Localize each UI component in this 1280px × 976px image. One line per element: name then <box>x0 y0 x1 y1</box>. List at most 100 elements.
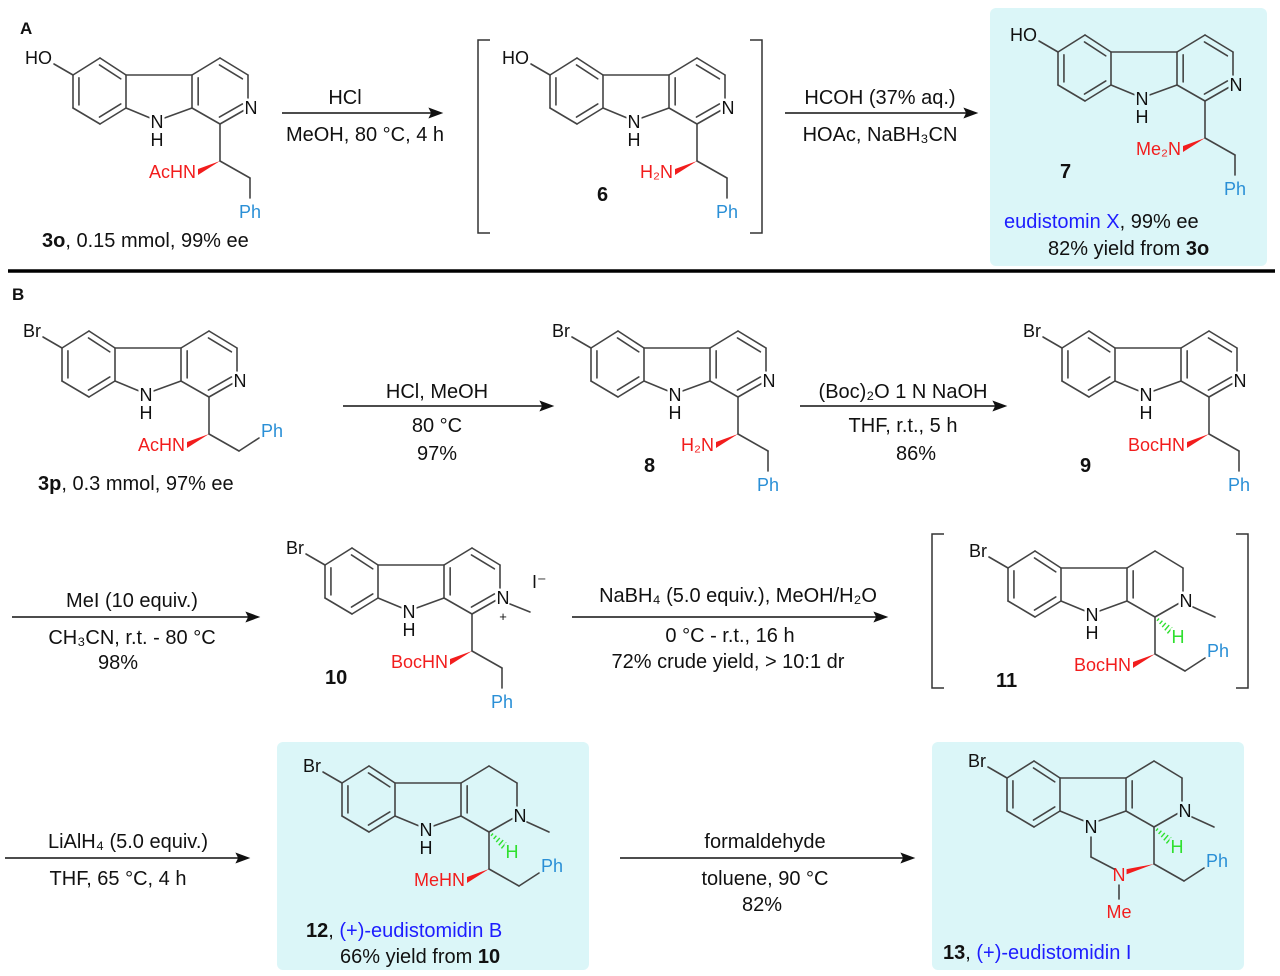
bond <box>696 107 726 125</box>
bond <box>305 553 326 566</box>
substituent-br: Br <box>968 751 986 771</box>
double-bond-line <box>470 554 496 570</box>
bond <box>460 815 490 833</box>
bond <box>341 815 370 833</box>
double-bond-line <box>1033 557 1057 573</box>
bond <box>72 57 101 76</box>
substituent-ho: HO <box>25 48 52 68</box>
double-bond-line <box>1032 806 1056 821</box>
double-bond-line <box>98 64 122 80</box>
bond <box>341 765 370 784</box>
bond <box>1092 810 1127 824</box>
bond <box>471 597 501 615</box>
double-bond-line <box>695 64 721 80</box>
ring-nitrogen: N <box>1180 591 1193 611</box>
amine-label: BocHN <box>391 652 448 672</box>
double-bond-line <box>218 103 244 118</box>
substituent-ho: HO <box>1010 25 1037 45</box>
bond <box>1176 34 1206 53</box>
bond <box>1147 380 1182 394</box>
amine-label: H₂N <box>640 162 673 182</box>
benzyl-bond <box>518 872 540 887</box>
double-bond-line <box>350 554 374 570</box>
bond <box>88 380 116 398</box>
bond <box>1033 760 1061 779</box>
ring-nitrogen: N <box>763 371 776 391</box>
bond <box>488 765 518 784</box>
bond <box>1191 816 1215 828</box>
amine-label: AcHN <box>138 435 185 455</box>
bond <box>1007 550 1036 569</box>
benzyl-bond <box>696 160 728 179</box>
bond <box>72 107 101 125</box>
compound-6-label: 6 <box>597 184 608 206</box>
step-b5-reagent: LiAlH₄ (5.0 equiv.) <box>48 831 208 853</box>
wedge-bond <box>467 869 489 883</box>
double-bond-line <box>736 337 762 353</box>
compound-13-name: 13, (+)-eudistomidin I <box>943 942 1131 964</box>
bond <box>1090 856 1115 870</box>
bond <box>1006 760 1035 779</box>
bond <box>208 380 238 398</box>
step-a1-reagent: HCl <box>328 87 361 109</box>
compound-10-label: 10 <box>325 667 347 689</box>
indole-nitrogen: N <box>140 385 153 405</box>
bond <box>1084 84 1112 102</box>
methyl-label: Me <box>1106 902 1131 922</box>
bond <box>147 380 182 394</box>
bond <box>1154 600 1184 618</box>
bond <box>410 597 445 611</box>
bond <box>576 57 604 76</box>
step-b3-conditions: CH₃CN, r.t. - 80 °C <box>48 627 215 649</box>
bond <box>219 107 249 125</box>
double-bond-line <box>1033 596 1057 611</box>
panel-label-b: B <box>12 285 24 304</box>
bond <box>158 107 193 121</box>
bond <box>530 63 551 76</box>
wedge-bond <box>1183 138 1205 152</box>
indole-h: H <box>628 130 641 150</box>
compound-11-label: 11 <box>996 670 1017 692</box>
compound-7-name: eudistomin X, 99% ee <box>1004 211 1199 233</box>
bond <box>125 107 156 121</box>
ring-nitrogen: N <box>234 371 247 391</box>
bond <box>368 765 396 784</box>
bond <box>987 766 1008 779</box>
stereo-hydrogen: H <box>506 842 519 862</box>
bond <box>1033 810 1061 828</box>
phenyl-label: Ph <box>757 475 779 495</box>
bond <box>1088 380 1116 398</box>
bond <box>394 815 425 829</box>
substituent-ho: HO <box>502 48 529 68</box>
double-bond-line <box>575 103 599 118</box>
step-b5-conditions: THF, 65 °C, 4 h <box>50 868 187 890</box>
molecule-structures: HONNHPhAcHNHONNHPhH₂NHONNHPhMe₂NBrNNHPhA… <box>21 23 1253 925</box>
benzyl-bond <box>1208 433 1240 452</box>
step-b1-conditions: 80 °C <box>412 415 462 437</box>
step-b1-yield: 97% <box>417 443 457 465</box>
step-b2-reagent: (Boc)₂O 1 N NaOH <box>819 381 988 403</box>
product-box-12 <box>277 742 589 970</box>
bond <box>443 547 473 566</box>
compound-8-label: 8 <box>644 455 655 477</box>
bond <box>208 330 238 349</box>
bond <box>1057 84 1086 102</box>
double-bond-line <box>367 772 391 788</box>
substituent-br: Br <box>286 538 304 558</box>
bond <box>324 547 353 566</box>
phenyl-label: Ph <box>541 856 563 876</box>
double-bond-line <box>207 337 233 353</box>
double-bond-line <box>1203 80 1229 95</box>
benzyl-bond <box>208 433 240 452</box>
bond <box>988 556 1009 569</box>
bond <box>1061 380 1090 398</box>
bond <box>1208 330 1238 349</box>
indole-nitrogen: N <box>669 385 682 405</box>
bond <box>351 597 379 615</box>
wedge-bond <box>675 161 697 175</box>
compound-3p-label: 3p, 0.3 mmol, 97% ee <box>38 473 234 495</box>
bond <box>602 107 633 121</box>
